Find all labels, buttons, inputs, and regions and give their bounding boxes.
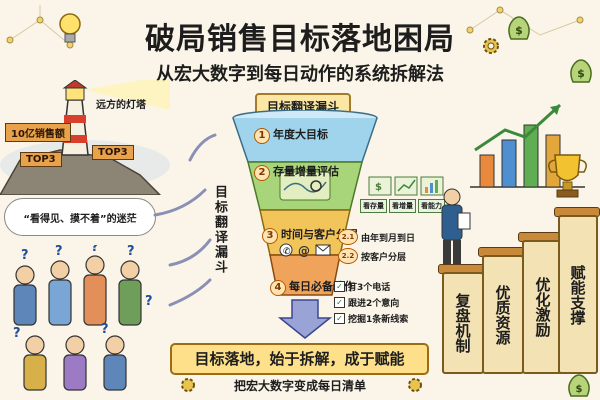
contact-icons: ✆ @: [279, 243, 331, 258]
svg-text:?: ?: [55, 245, 63, 259]
svg-text:?: ?: [13, 326, 21, 341]
pillar-resources: 优质资源: [482, 255, 524, 374]
gear-icon: [181, 378, 195, 392]
svg-text:?: ?: [127, 245, 135, 259]
money-bag-icon: $: [570, 59, 592, 83]
svg-text:?: ?: [145, 294, 153, 309]
pillar-label: 优质资源: [493, 284, 512, 345]
presenter-figure: [441, 188, 471, 265]
sign-top3-left: TOP3: [20, 152, 62, 167]
daily-action-item: ✓跟进2个意向: [334, 296, 408, 309]
funnel-side-label: 目标翻译漏斗: [212, 185, 227, 275]
assessment-card-capability: 看能力: [418, 199, 445, 213]
pillar-enablement: 赋能支撑: [558, 215, 598, 374]
layering-label: 由年到月到日: [361, 233, 416, 244]
sign-revenue: 10亿销售额: [5, 123, 71, 142]
gear-icon: [408, 378, 422, 392]
page-title: 破局销售目标落地困局: [145, 22, 455, 57]
trophy-icon: [548, 154, 587, 198]
confused-people-group: ??? ??? ?: [13, 245, 153, 391]
phone-icon: ✆: [283, 247, 291, 257]
assessment-mini-charts: $: [368, 176, 444, 196]
pillar-label: 赋能支撑: [568, 264, 587, 325]
daily-action-label: 打3个电话: [348, 283, 391, 293]
daily-action-label: 跟进2个意向: [348, 299, 400, 309]
checkbox-icon: ✓: [334, 281, 345, 292]
gear-icon: [483, 38, 499, 54]
confusion-quote: “看得见、摸不着”的迷茫: [23, 213, 137, 225]
target-funnel: [232, 110, 378, 339]
svg-text:$: $: [577, 67, 585, 80]
assessment-cards: 看存量 看增量 看能力: [360, 199, 445, 213]
svg-text:$: $: [576, 384, 583, 395]
lighthouse-caption: 远方的灯塔: [96, 100, 146, 111]
stage-2-number: 2: [254, 165, 270, 181]
svg-text:?: ?: [101, 322, 109, 337]
page-subtitle: 从宏大数字到每日动作的系统拆解法: [156, 64, 444, 85]
daily-actions-checklist: ✓打3个电话 ✓跟进2个意向 ✓挖掘1条新线索: [334, 280, 408, 328]
svg-text:?: ?: [91, 245, 99, 255]
daily-action-item: ✓打3个电话: [334, 280, 408, 293]
footer-banner: 目标落地，始于拆解，成于赋能: [170, 343, 429, 375]
stage-4-number: 4: [270, 280, 286, 296]
daily-action-label: 挖掘1条新线索: [348, 315, 409, 325]
stage-1-number: 1: [254, 128, 270, 144]
stage-1-label: 年度大目标: [273, 128, 328, 141]
assessment-card-growth: 看增量: [389, 199, 416, 213]
svg-text:$: $: [375, 182, 382, 193]
layering-label: 按客户分层: [361, 252, 407, 263]
assessment-card-stock: 看存量: [360, 199, 387, 213]
pillar-review: 复盘机制: [442, 272, 484, 374]
stage-3-number: 3: [262, 228, 278, 244]
stage-2-label: 存量增量评估: [273, 165, 339, 178]
flow-arrows-left: [153, 133, 217, 307]
money-bag-icon: $: [508, 16, 530, 40]
confusion-bubble: “看得见、摸不着”的迷茫: [4, 198, 156, 236]
checkbox-icon: ✓: [334, 313, 345, 324]
pillar-label: 复盘机制: [453, 293, 472, 353]
daily-action-item: ✓挖掘1条新线索: [334, 312, 408, 325]
checkbox-icon: ✓: [334, 297, 345, 308]
pillar-label: 优化激励: [533, 277, 552, 337]
layering-number: 2.2: [338, 248, 358, 264]
layering-number: 2.1: [338, 229, 358, 245]
svg-text:?: ?: [21, 248, 29, 263]
money-bag-icon: $: [568, 374, 590, 397]
lightbulb-icon: [59, 13, 81, 43]
svg-text:$: $: [515, 24, 523, 37]
footer-subtitle: 把宏大数字变成每日清单: [233, 379, 366, 393]
svg-text:@: @: [298, 244, 310, 258]
sign-top3-right: TOP3: [92, 145, 134, 160]
